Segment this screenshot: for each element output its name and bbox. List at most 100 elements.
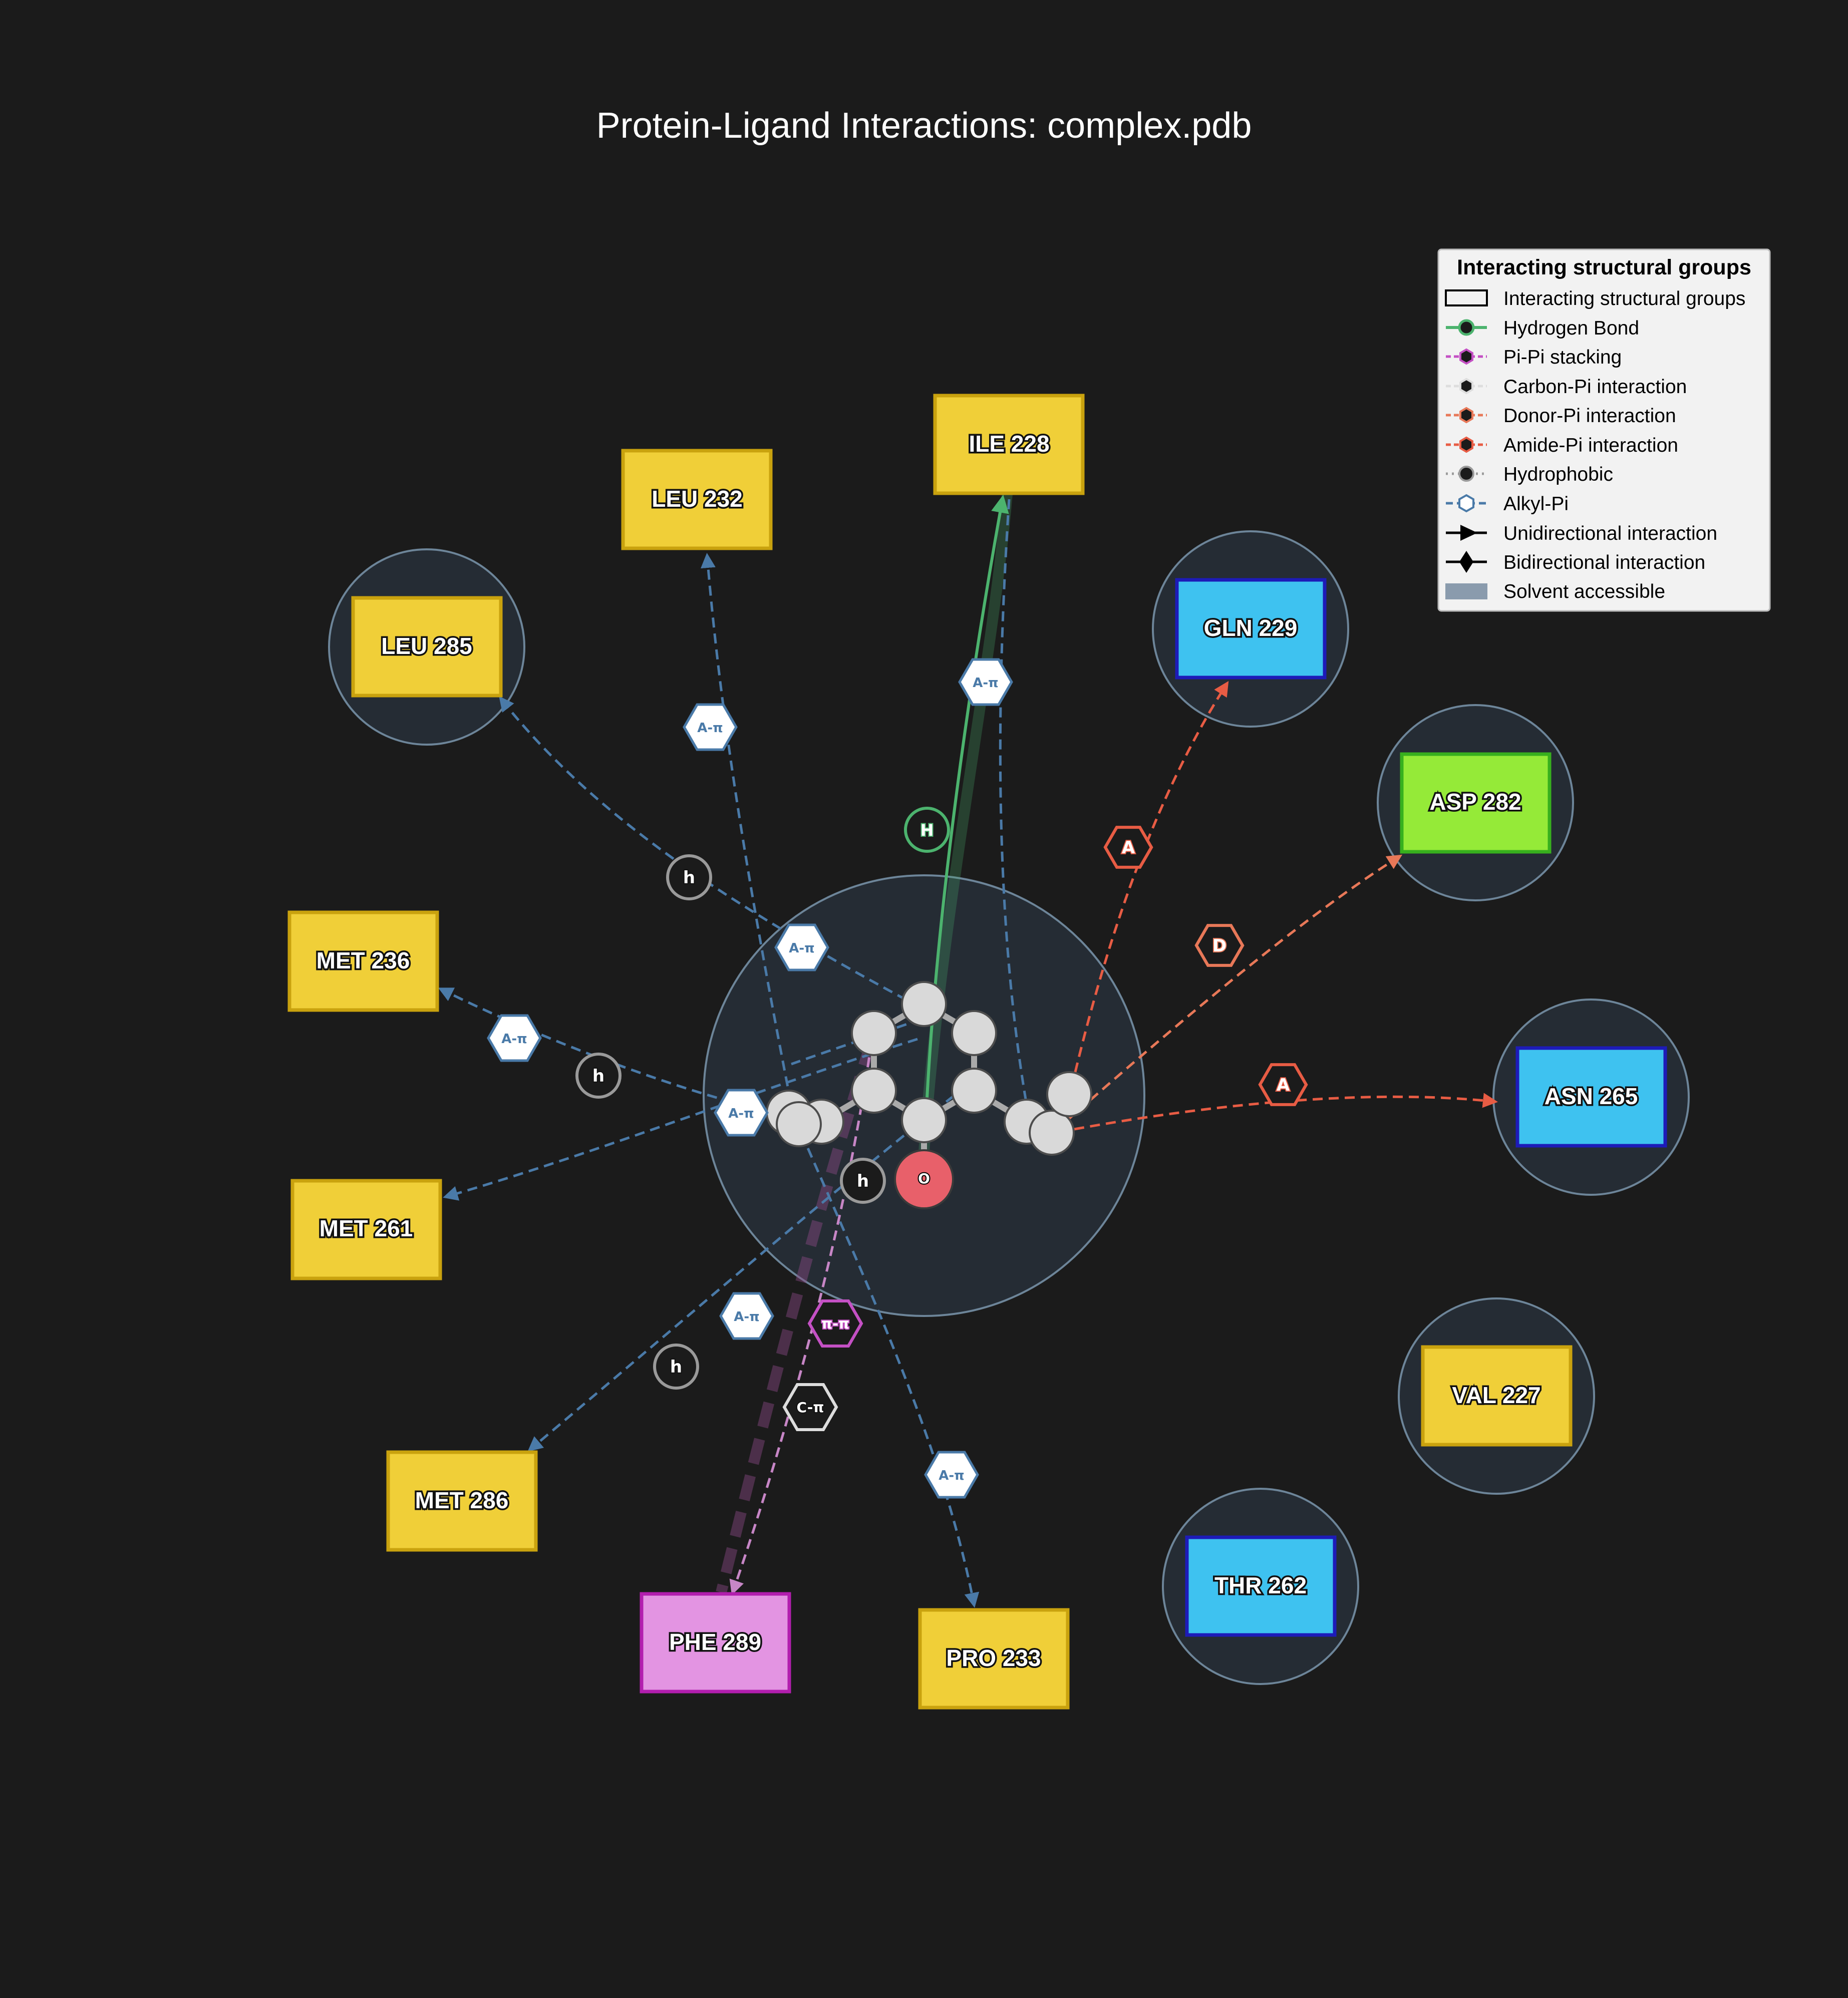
legend-item: Pi-Pi stacking xyxy=(1503,347,1622,368)
ligand-atom xyxy=(851,1068,897,1114)
svg-text:PHE 289: PHE 289 xyxy=(669,1629,761,1655)
svg-text:A-π: A-π xyxy=(734,1309,759,1324)
svg-text:MET 261: MET 261 xyxy=(320,1215,413,1241)
svg-text:A: A xyxy=(1122,838,1135,858)
line-return-leu285 xyxy=(791,1018,922,1066)
svg-text:GLN 229: GLN 229 xyxy=(1204,615,1298,641)
svg-text:h: h xyxy=(670,1357,682,1377)
oxygen-label: O xyxy=(918,1170,930,1187)
badge-alkylpi: A-π xyxy=(719,1292,774,1340)
svg-text:LEU 285: LEU 285 xyxy=(381,633,472,659)
line-met286 xyxy=(527,1095,955,1452)
residues: ILE 228 LEU 232 LEU 285 GLN 229 ASP 282 … xyxy=(287,394,1667,1710)
residue-met286: MET 286 xyxy=(386,1450,538,1552)
svg-text:C-π: C-π xyxy=(797,1399,824,1416)
ligand-atom xyxy=(1029,1110,1075,1156)
badge-hydrophobic: h xyxy=(666,854,712,900)
svg-text:MET 236: MET 236 xyxy=(317,947,410,973)
line-alkylpi-ile228 xyxy=(999,499,1035,1122)
residue-asn265: ASN 265 xyxy=(1515,1046,1667,1148)
badge-alkylpi: A-π xyxy=(924,1451,979,1499)
residue-met236: MET 236 xyxy=(287,910,439,1012)
ligand-atom xyxy=(951,1010,997,1056)
ligand-atoms xyxy=(766,981,1092,1156)
interaction-badges: H A-π A-π h A-π A D xyxy=(487,658,1308,1499)
badge-pipi: π-π xyxy=(807,1299,863,1348)
svg-text:ASP 282: ASP 282 xyxy=(1429,789,1521,815)
oxygen-atom xyxy=(894,1149,954,1209)
ribbon-ile228 xyxy=(918,468,1015,1152)
svg-text:A-π: A-π xyxy=(728,1106,754,1121)
svg-text:h: h xyxy=(592,1066,604,1086)
residue-leu232: LEU 232 xyxy=(621,449,773,550)
badge-alkylpi: A-π xyxy=(487,1014,542,1062)
legend-item: Bidirectional interaction xyxy=(1503,552,1705,573)
badge-carbonpi: C-π xyxy=(782,1383,838,1432)
ligand-atom xyxy=(851,1010,897,1056)
line-pipi-phe289 xyxy=(729,1041,873,1595)
residue-phe289: PHE 289 xyxy=(640,1592,791,1694)
svg-text:MET 286: MET 286 xyxy=(415,1487,509,1513)
legend-item: Alkyl-Pi xyxy=(1503,493,1569,515)
badge-hydrophobic: h xyxy=(653,1344,699,1390)
svg-text:A-π: A-π xyxy=(789,941,814,956)
svg-text:A-π: A-π xyxy=(697,721,723,736)
ligand-atom xyxy=(901,1097,947,1143)
svg-text:A-π: A-π xyxy=(939,1468,964,1483)
badge-hbond: H xyxy=(904,807,950,853)
ligand-atom xyxy=(1046,1071,1092,1117)
svg-text:ILE 228: ILE 228 xyxy=(969,431,1049,457)
svg-text:h: h xyxy=(683,868,695,888)
line-amidepi-gln229 xyxy=(1063,681,1229,1120)
residue-thr262: THR 262 xyxy=(1185,1535,1337,1637)
residue-asp282: ASP 282 xyxy=(1400,752,1552,854)
svg-text:A: A xyxy=(1277,1075,1290,1095)
line-hbond-ile228 xyxy=(922,494,1009,1172)
svg-text:h: h xyxy=(857,1171,869,1191)
svg-text:LEU 232: LEU 232 xyxy=(652,486,743,512)
residue-val227: VAL 227 xyxy=(1421,1345,1573,1447)
svg-text:A-π: A-π xyxy=(973,676,998,691)
ligand-atom xyxy=(901,981,947,1027)
svg-text:ASN 265: ASN 265 xyxy=(1545,1083,1638,1109)
badge-hydrophobic: h xyxy=(840,1158,886,1204)
ligand-atom xyxy=(776,1101,822,1147)
badge-hydrophobic: h xyxy=(575,1053,622,1099)
legend: Interacting structural groups Interactin… xyxy=(1437,248,1771,612)
svg-text:VAL 227: VAL 227 xyxy=(1452,1382,1541,1408)
badge-donorpi: D xyxy=(1194,924,1245,967)
svg-text:H: H xyxy=(920,821,934,840)
residue-ile228: ILE 228 xyxy=(933,394,1085,495)
ligand: O xyxy=(766,981,1092,1209)
legend-title: Interacting structural groups xyxy=(1457,255,1751,279)
badge-alkylpi: A-π xyxy=(714,1089,769,1137)
residue-leu285: LEU 285 xyxy=(351,596,503,698)
legend-item: Hydrophobic xyxy=(1503,464,1613,485)
svg-text:D: D xyxy=(1212,936,1226,956)
residue-gln229: GLN 229 xyxy=(1175,578,1327,680)
chart-title: Protein-Ligand Interactions: complex.pdb xyxy=(596,106,1252,146)
line-donorpi-asp282 xyxy=(1053,854,1403,1133)
svg-text:π-π: π-π xyxy=(821,1315,849,1332)
badge-alkylpi: A-π xyxy=(774,923,829,971)
badge-alkylpi: A-π xyxy=(683,703,738,751)
svg-text:A-π: A-π xyxy=(501,1032,527,1047)
residue-met261: MET 261 xyxy=(290,1179,442,1280)
badge-alkylpi: A-π xyxy=(958,658,1013,706)
legend-item: Hydrogen Bond xyxy=(1503,317,1639,339)
svg-text:PRO 233: PRO 233 xyxy=(946,1645,1041,1671)
legend-item: Interacting structural groups xyxy=(1503,288,1745,309)
legend-item: Solvent accessible xyxy=(1503,581,1665,602)
residue-pro233: PRO 233 xyxy=(918,1608,1070,1710)
legend-item: Amide-Pi interaction xyxy=(1503,435,1678,456)
legend-box xyxy=(1437,248,1771,612)
ligand-atom xyxy=(951,1068,997,1114)
badge-amidepi: A xyxy=(1258,1063,1308,1106)
badge-amidepi: A xyxy=(1103,826,1153,869)
legend-item: Donor-Pi interaction xyxy=(1503,405,1676,427)
legend-item: Unidirectional interaction xyxy=(1503,523,1717,544)
svg-text:THR 262: THR 262 xyxy=(1214,1572,1307,1598)
ribbon-phe289 xyxy=(716,1040,877,1594)
solvent-halo-ligand xyxy=(703,874,1145,1317)
